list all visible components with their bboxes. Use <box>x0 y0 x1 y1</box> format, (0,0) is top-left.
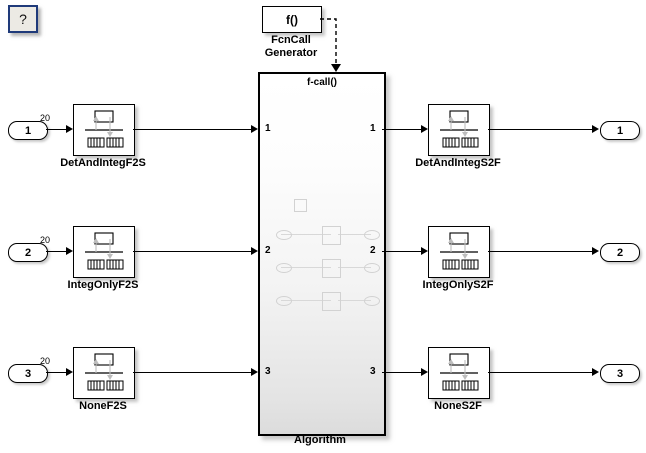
algorithm-block-label: Algorithm <box>294 434 346 446</box>
preview-line-3b <box>338 300 371 301</box>
wire-arrow-inport2 <box>66 247 73 255</box>
preview-line-1a <box>281 234 331 235</box>
fcncall-connection[interactable] <box>318 16 354 76</box>
preview-oval-3-left <box>276 296 292 306</box>
preview-line-3a <box>281 300 331 301</box>
algorithm-outport-num-1: 1 <box>370 123 376 134</box>
algorithm-outport-num-3: 3 <box>370 366 376 377</box>
help-button[interactable]: ? <box>8 5 38 33</box>
wire-inport2-to-f2s <box>46 251 67 252</box>
fcncall-generator-text: f() <box>286 12 298 27</box>
signal-width-1: 20 <box>40 113 51 123</box>
inport-3-label: 3 <box>24 367 32 380</box>
block-label-NoneS2F: NoneS2F <box>434 400 482 412</box>
outport-1-label: 1 <box>616 124 624 137</box>
outport-2-label: 2 <box>616 246 624 259</box>
fcncall-dashed-path <box>320 18 337 66</box>
wire-inport1-to-f2s <box>46 129 67 130</box>
algorithm-inport-num-1: 1 <box>265 123 271 134</box>
rate-transition-icon <box>85 353 124 391</box>
preview-square-3 <box>322 292 341 311</box>
rate-transition-icon <box>440 353 479 391</box>
fcncall-arrow-icon <box>331 64 341 72</box>
inport-2[interactable]: 2 <box>8 243 48 262</box>
wire-arrow-algo-in3 <box>251 368 258 376</box>
wire-s2f2-to-outport2 <box>488 251 593 252</box>
rate-transition-icon <box>440 110 479 148</box>
preview-oval-1-right <box>364 230 380 240</box>
block-DetAndIntegS2F[interactable] <box>428 104 490 156</box>
rate-transition-icon <box>85 110 124 148</box>
wire-arrow-outport2 <box>592 247 599 255</box>
block-IntegOnlyS2F[interactable] <box>428 226 490 278</box>
preview-square-top <box>294 199 307 212</box>
rate-transition-icon <box>440 232 479 270</box>
block-label-DetAndIntegS2F: DetAndIntegS2F <box>415 157 501 169</box>
fcncall-generator-label-line1: FcnCall <box>271 34 311 46</box>
outport-3-label: 3 <box>616 367 624 380</box>
wire-arrow-inport3 <box>66 368 73 376</box>
fcncall-generator-label: FcnCall Generator <box>252 34 330 60</box>
inport-1[interactable]: 1 <box>8 121 48 140</box>
preview-line-2b <box>338 267 371 268</box>
algorithm-inport-num-2: 2 <box>265 245 271 256</box>
algorithm-subsystem-block[interactable]: f-call() <box>258 72 386 436</box>
preview-oval-1-left <box>276 230 292 240</box>
preview-oval-2-left <box>276 263 292 273</box>
block-label-IntegOnlyF2S: IntegOnlyF2S <box>67 279 139 291</box>
preview-square-1 <box>322 226 341 245</box>
wire-arrow-s2f2-in <box>421 247 428 255</box>
wire-f2s2-to-algorithm <box>133 251 253 252</box>
wire-inport3-to-f2s <box>46 372 67 373</box>
inport-1-label: 1 <box>24 124 32 137</box>
block-label-IntegOnlyS2F: IntegOnlyS2F <box>422 279 494 291</box>
outport-2[interactable]: 2 <box>600 243 640 262</box>
wire-algorithm-to-s2f1 <box>382 129 422 130</box>
rate-transition-icon <box>85 232 124 270</box>
block-NoneF2S[interactable] <box>73 347 135 399</box>
algorithm-inport-num-3: 3 <box>265 366 271 377</box>
fcncall-generator-label-line2: Generator <box>264 47 318 59</box>
preview-line-1b <box>338 234 371 235</box>
wire-arrow-outport3 <box>592 368 599 376</box>
block-label-NoneF2S: NoneF2S <box>79 400 127 412</box>
outport-1[interactable]: 1 <box>600 121 640 140</box>
wire-s2f3-to-outport3 <box>488 372 593 373</box>
block-IntegOnlyF2S[interactable] <box>73 226 135 278</box>
inport-2-label: 2 <box>24 246 32 259</box>
algorithm-trigger-label: f-call() <box>307 77 337 88</box>
wire-algorithm-to-s2f2 <box>382 251 422 252</box>
preview-line-2a <box>281 267 331 268</box>
wire-arrow-algo-in1 <box>251 125 258 133</box>
wire-arrow-inport1 <box>66 125 73 133</box>
fcncall-generator-block[interactable]: f() <box>262 6 322 33</box>
preview-square-2 <box>322 259 341 278</box>
wire-arrow-s2f1-in <box>421 125 428 133</box>
signal-width-3: 20 <box>40 356 51 366</box>
wire-arrow-s2f3-in <box>421 368 428 376</box>
block-NoneS2F[interactable] <box>428 347 490 399</box>
block-label-DetAndIntegF2S: DetAndIntegF2S <box>60 157 146 169</box>
wire-arrow-outport1 <box>592 125 599 133</box>
wire-f2s1-to-algorithm <box>133 129 253 130</box>
outport-3[interactable]: 3 <box>600 364 640 383</box>
inport-3[interactable]: 3 <box>8 364 48 383</box>
help-button-label: ? <box>19 11 27 27</box>
preview-oval-3-right <box>364 296 380 306</box>
wire-f2s3-to-algorithm <box>133 372 253 373</box>
preview-oval-2-right <box>364 263 380 273</box>
algorithm-outport-num-2: 2 <box>370 245 376 256</box>
block-DetAndIntegF2S[interactable] <box>73 104 135 156</box>
signal-width-2: 20 <box>40 235 51 245</box>
wire-arrow-algo-in2 <box>251 247 258 255</box>
wire-s2f1-to-outport1 <box>488 129 593 130</box>
wire-algorithm-to-s2f3 <box>382 372 422 373</box>
